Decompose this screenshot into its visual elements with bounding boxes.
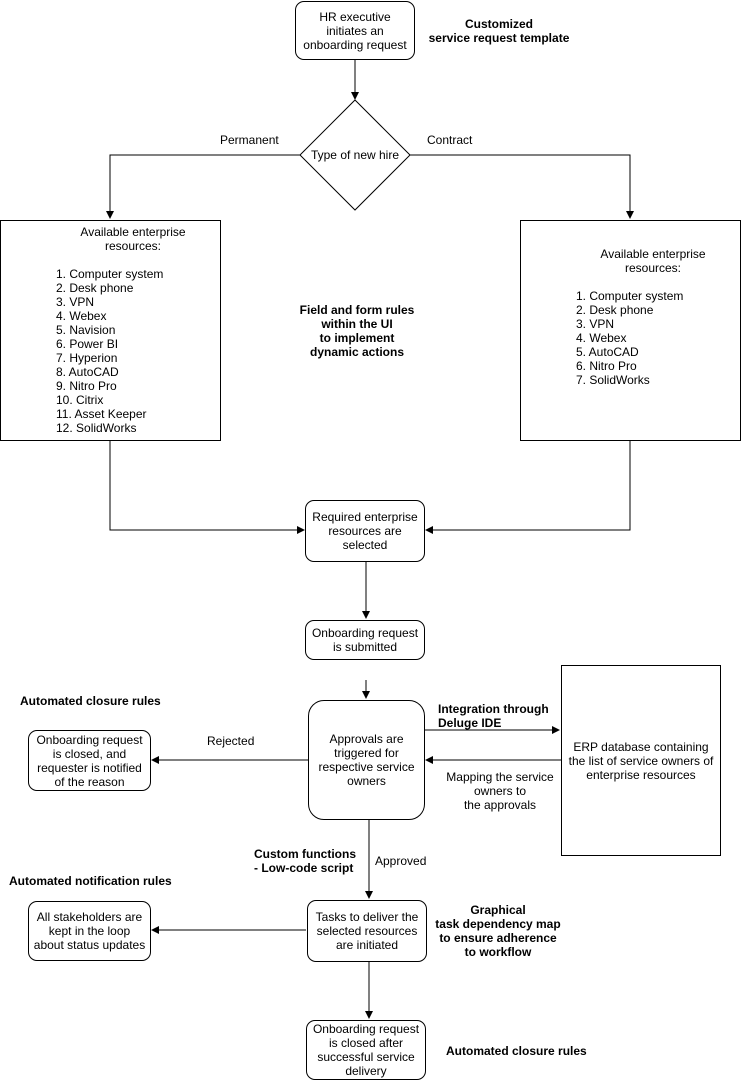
- edge-decision-permanent: [106, 154, 302, 219]
- submitted-node-text: Onboarding request is submitted: [311, 626, 419, 654]
- integration-note: Integration through Deluge IDE: [438, 702, 549, 730]
- edge-permanent-to-selected: [109, 440, 305, 534]
- contract-resources-title: Available enterprise resources:: [600, 247, 706, 275]
- permanent-resources-title: Available enterprise resources:: [80, 225, 186, 253]
- graphical-map-note: Graphical task dependency map to ensure …: [435, 903, 561, 959]
- permanent-resources-box: Available enterprise resources: 1. Compu…: [0, 220, 221, 441]
- edge-decision-contract: [410, 154, 634, 219]
- permanent-resources-list: 1. Computer system 2. Desk phone 3. VPN …: [56, 267, 163, 435]
- list-item: 4. Webex: [56, 309, 107, 323]
- list-item: 2. Desk phone: [576, 303, 654, 317]
- customized-template-note: Customized service request template: [428, 17, 570, 45]
- contract-resources-list: 1. Computer system 2. Desk phone 3. VPN …: [576, 289, 683, 387]
- closure-rules-top-note: Automated closure rules: [20, 694, 161, 708]
- field-form-rules-note: Field and form rules within the UI to im…: [299, 303, 415, 359]
- list-item: 8. AutoCAD: [56, 365, 119, 379]
- tasks-node-text: Tasks to deliver the selected resources …: [315, 910, 419, 952]
- approved-edge-label: Approved: [375, 854, 427, 868]
- list-item: 10. Citrix: [56, 393, 104, 407]
- erp-node-text: ERP database containing the list of serv…: [568, 739, 714, 782]
- list-item: 5. Navision: [56, 323, 116, 337]
- stakeholders-node-text: All stakeholders are kept in the loop ab…: [33, 910, 146, 952]
- start-node: HR executive initiates an onboarding req…: [295, 1, 415, 60]
- tasks-node: Tasks to deliver the selected resources …: [307, 900, 427, 962]
- rejected-closed-node: Onboarding request is closed, and reques…: [28, 730, 151, 791]
- list-item: 11. Asset Keeper: [56, 407, 147, 421]
- decision-text: Type of new hire: [310, 148, 400, 162]
- rejected-closed-node-text: Onboarding request is closed, and reques…: [36, 732, 143, 789]
- list-item: 9. Nitro Pro: [56, 379, 117, 393]
- final-node-text: Onboarding request is closed after succe…: [312, 1022, 420, 1078]
- list-item: 1. Computer system: [56, 267, 164, 281]
- contract-edge-label: Contract: [427, 133, 473, 147]
- list-item: 7. Hyperion: [56, 351, 118, 365]
- selected-node: Required enterprise resources are select…: [305, 500, 425, 562]
- approvals-node-text: Approvals are triggered for respective s…: [318, 732, 415, 788]
- custom-functions-note: Custom functions - Low-code script: [254, 847, 356, 875]
- final-node: Onboarding request is closed after succe…: [306, 1020, 426, 1080]
- submitted-node: Onboarding request is submitted: [305, 620, 425, 660]
- list-item: 3. VPN: [576, 317, 615, 331]
- edge-contract-to-selected: [425, 440, 631, 534]
- start-node-text: HR executive initiates an onboarding req…: [303, 9, 407, 52]
- approvals-node: Approvals are triggered for respective s…: [308, 700, 425, 820]
- decision-label: Type of new hire: [300, 148, 410, 162]
- list-item: 2. Desk phone: [56, 281, 134, 295]
- list-item: 4. Webex: [576, 331, 627, 345]
- closure-rules-bottom-note: Automated closure rules: [446, 1044, 587, 1058]
- list-item: 5. AutoCAD: [576, 345, 639, 359]
- list-item: 1. Computer system: [576, 289, 684, 303]
- contract-resources-box: Available enterprise resources: 1. Compu…: [520, 220, 741, 441]
- list-item: 6. Power BI: [56, 337, 119, 351]
- list-item: 12. SolidWorks: [56, 421, 137, 435]
- mapping-edge-label: Mapping the service owners to the approv…: [446, 770, 554, 812]
- notification-rules-note: Automated notification rules: [9, 874, 172, 888]
- erp-node: ERP database containing the list of serv…: [561, 665, 721, 856]
- list-item: 7. SolidWorks: [576, 373, 650, 387]
- rejected-edge-label: Rejected: [207, 734, 255, 748]
- permanent-edge-label: Permanent: [220, 133, 279, 147]
- list-item: 6. Nitro Pro: [576, 359, 637, 373]
- selected-node-text: Required enterprise resources are select…: [312, 510, 418, 552]
- decision-diamond: [299, 99, 411, 211]
- stakeholders-node: All stakeholders are kept in the loop ab…: [28, 901, 151, 961]
- list-item: 3. VPN: [56, 295, 95, 309]
